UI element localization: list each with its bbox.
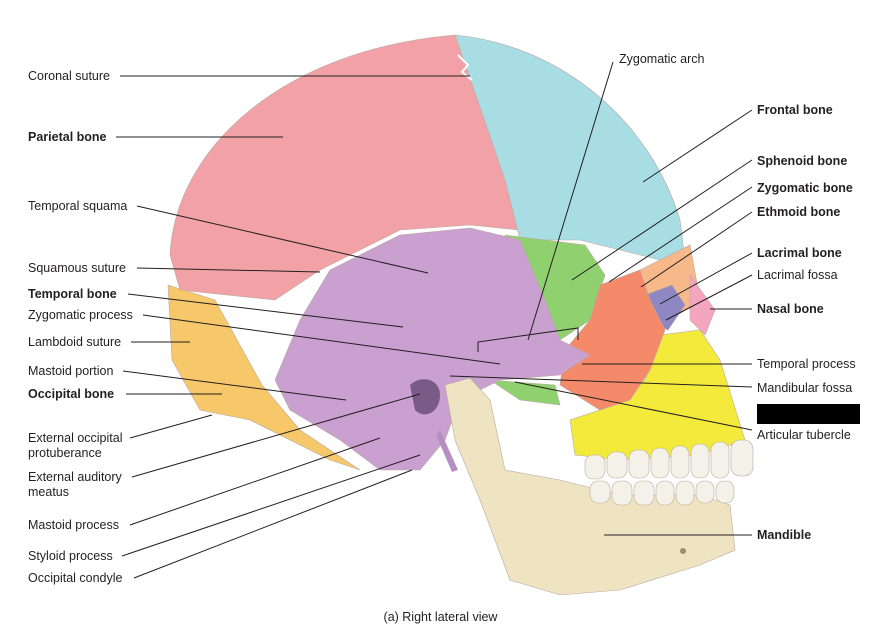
- label-external-occipital-protuberance: External occipital protuberance: [28, 431, 123, 460]
- label-lambdoid-suture: Lambdoid suture: [28, 335, 122, 349]
- sphenoid-lower: [488, 379, 561, 406]
- label-zygomatic-bone: Zygomatic bone: [757, 181, 853, 195]
- occipital-bone: [167, 284, 361, 471]
- lower-teeth: [589, 480, 735, 506]
- label-mastoid-process: Mastoid process: [28, 518, 120, 532]
- label-lacrimal-fossa: Lacrimal fossa: [757, 268, 838, 282]
- label-temporal-bone: Temporal bone: [28, 287, 117, 301]
- figure-caption: (a) Right lateral view: [383, 610, 498, 624]
- styloid-shape: [436, 430, 458, 472]
- leader-lines: [116, 61, 753, 579]
- label-coronal-suture: Coronal suture: [28, 69, 110, 83]
- label-lacrimal-bone: Lacrimal bone: [757, 246, 842, 260]
- label-squamous-suture: Squamous suture: [28, 261, 126, 275]
- label-ethmoid-bone: Ethmoid bone: [757, 205, 841, 219]
- label-zygomatic-arch: Zygomatic arch: [619, 52, 705, 66]
- label-temporal-squama: Temporal squama: [28, 199, 128, 213]
- label-zygomatic-process: Zygomatic process: [28, 308, 133, 322]
- label-mandible: Mandible: [757, 528, 812, 542]
- external-auditory-meatus-shape: [410, 379, 440, 415]
- label-styloid-process: Styloid process: [28, 549, 113, 563]
- label-mandibular-fossa: Mandibular fossa: [757, 381, 853, 395]
- label-mastoid-portion: Mastoid portion: [28, 364, 114, 378]
- mandible: [444, 377, 736, 596]
- label-sphenoid-bone: Sphenoid bone: [757, 154, 848, 168]
- label-nasal-bone: Nasal bone: [757, 302, 824, 316]
- label-temporal-process: Temporal process: [757, 357, 856, 371]
- label-frontal-bone: Frontal bone: [757, 103, 833, 117]
- zygomatic-bone: [559, 269, 666, 411]
- redacted-label: [757, 404, 860, 424]
- label-parietal-bone: Parietal bone: [28, 130, 107, 144]
- mental-foramen: [680, 548, 686, 554]
- label-external-auditory-meatus: External auditory meatus: [28, 470, 122, 499]
- label-occipital-condyle: Occipital condyle: [28, 571, 123, 585]
- upper-teeth: [584, 439, 754, 480]
- label-occipital-bone: Occipital bone: [28, 387, 115, 401]
- label-articular-tubercle: Articular tubercle: [757, 428, 851, 442]
